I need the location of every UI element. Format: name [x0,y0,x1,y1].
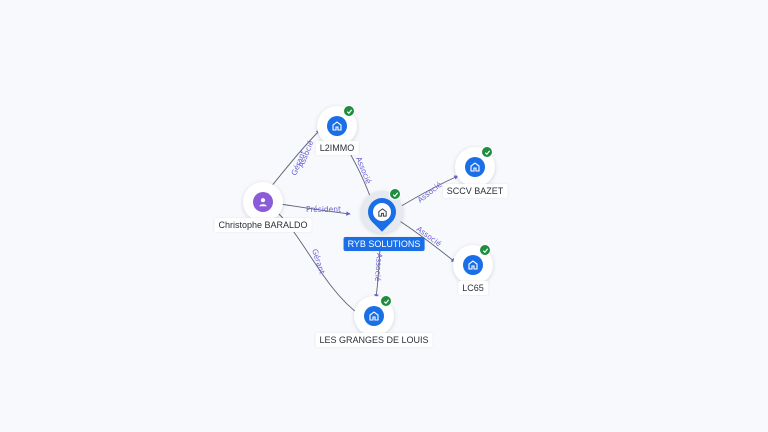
node-ryb-solutions[interactable] [360,188,404,234]
edge-label-president: Président [306,205,341,214]
company-icon [465,157,485,177]
edge-label-associe-granges: Associé [373,253,384,282]
node-les-granges-de-louis[interactable] [354,295,394,336]
node-label-christophe-baraldo[interactable]: Christophe BARALDO [214,218,312,232]
node-label-sccv-bazet[interactable]: SCCV BAZET [442,184,508,198]
node-christophe-baraldo[interactable] [243,182,283,222]
edge-ryb-sccv [397,175,459,209]
node-lc65[interactable] [453,244,493,285]
node-label-l2immo[interactable]: L2IMMO [315,141,359,155]
verified-check-icon [389,188,401,200]
company-icon [463,255,483,275]
verified-check-icon [479,244,491,256]
company-icon [373,203,391,221]
node-l2immo[interactable] [317,105,357,146]
edge-ryb-lc65 [397,219,456,263]
edge-label-gerant-granges: Gérant [310,248,327,275]
verified-check-icon [343,105,355,117]
verified-check-icon [380,295,392,307]
node-label-les-granges-de-louis[interactable]: LES GRANGES DE LOUIS [315,333,433,347]
edge-label-associe-l2immo: Associé [354,155,373,185]
person-icon [253,192,273,212]
edge-ryb-granges [374,247,381,299]
edge-christophe-ryb [279,203,351,216]
node-label-ryb-solutions[interactable]: RYB SOLUTIONS [343,237,425,251]
node-sccv-bazet[interactable] [455,146,495,187]
edge-label-associe-sccv: Associé [416,180,444,205]
verified-check-icon [481,146,493,158]
company-icon [364,306,384,326]
company-icon [327,116,347,136]
node-label-lc65[interactable]: LC65 [458,281,488,295]
edge-christophe-l2immo [269,129,321,189]
